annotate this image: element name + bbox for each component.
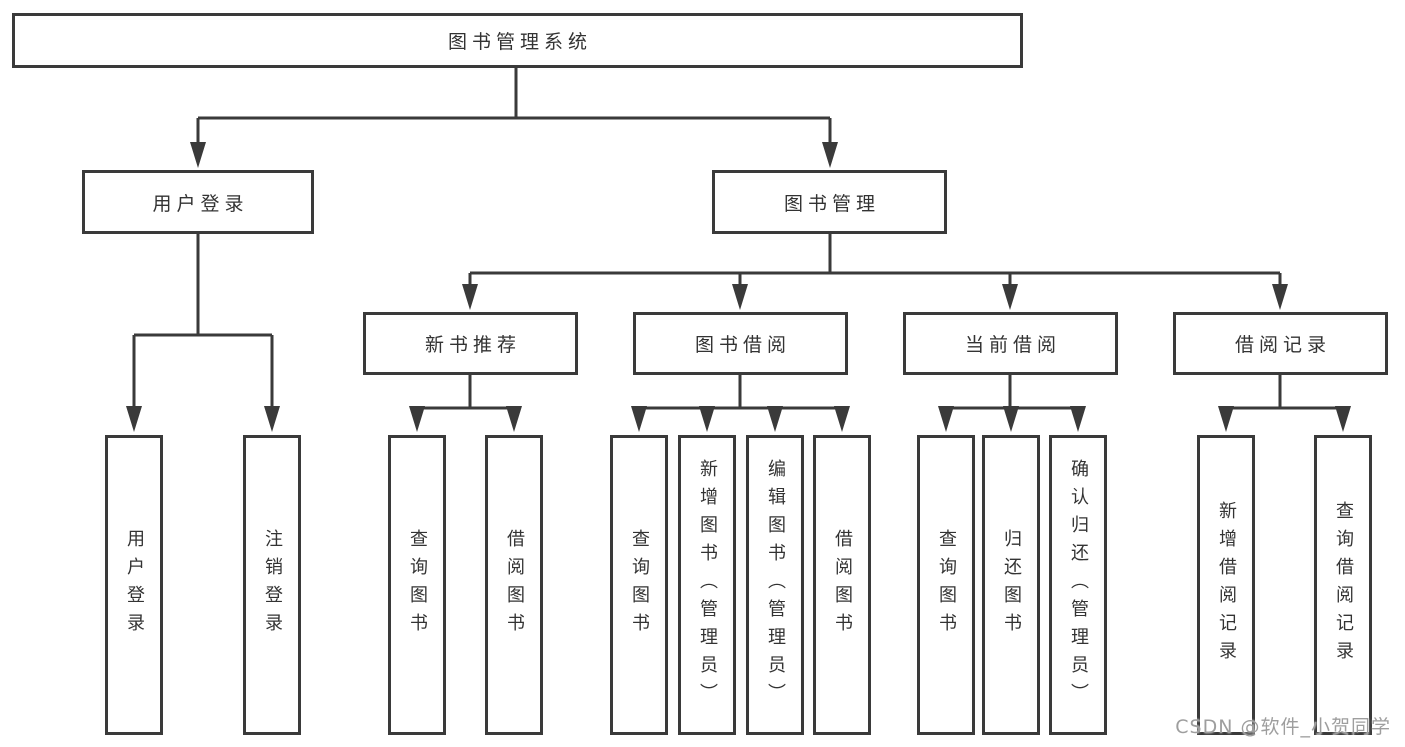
node-label: 归还图书 [1001,529,1022,641]
node-label: 查询图书 [936,529,957,641]
leaf-query-books: 查询图书 [610,435,668,735]
leaf-confirm-return-admin: 确认归还（管理员） [1049,435,1107,735]
node-book-borrowing: 图书借阅 [633,312,848,375]
leaf-query-books: 查询图书 [388,435,446,735]
leaf-logout: 注销登录 [243,435,301,735]
leaf-borrow-books: 借阅图书 [485,435,543,735]
leaf-return-books: 归还图书 [982,435,1040,735]
node-borrowing-records: 借阅记录 [1173,312,1388,375]
node-label: 确认归还（管理员） [1068,459,1089,711]
node-label: 借阅图书 [832,529,853,641]
node-library-management-system: 图书管理系统 [12,13,1023,68]
leaf-user-login: 用户登录 [105,435,163,735]
leaf-add-borrowing-record: 新增借阅记录 [1197,435,1255,735]
node-label: 新增借阅记录 [1216,501,1237,669]
node-label: 图书管理 [783,192,880,215]
node-label: 用户登录 [152,192,249,215]
node-label: 查询图书 [407,529,428,641]
node-label: 查询借阅记录 [1333,501,1354,669]
node-label: 借阅图书 [504,529,525,641]
node-label: 编辑图书（管理员） [765,459,786,711]
leaf-borrow-books: 借阅图书 [813,435,871,735]
node-label: 注销登录 [262,529,283,641]
node-label: 借阅记录 [1234,334,1331,356]
node-label: 查询图书 [629,529,650,641]
node-label: 新增图书（管理员） [697,459,718,711]
node-current-borrowing: 当前借阅 [903,312,1118,375]
node-label: 用户登录 [124,529,145,641]
node-user-login: 用户登录 [82,170,314,234]
node-book-management: 图书管理 [712,170,947,234]
leaf-query-borrowing-record: 查询借阅记录 [1314,435,1372,735]
csdn-watermark: CSDN @软件_小贺同学 [1175,716,1391,738]
node-label: 当前借阅 [964,334,1061,356]
node-label: 新书推荐 [424,334,521,356]
leaf-edit-books-admin: 编辑图书（管理员） [746,435,804,735]
node-new-book-recommendation: 新书推荐 [363,312,578,375]
leaf-query-books: 查询图书 [917,435,975,735]
leaf-add-books-admin: 新增图书（管理员） [678,435,736,735]
node-label: 图书借阅 [694,334,791,356]
node-label: 图书管理系统 [447,31,592,53]
